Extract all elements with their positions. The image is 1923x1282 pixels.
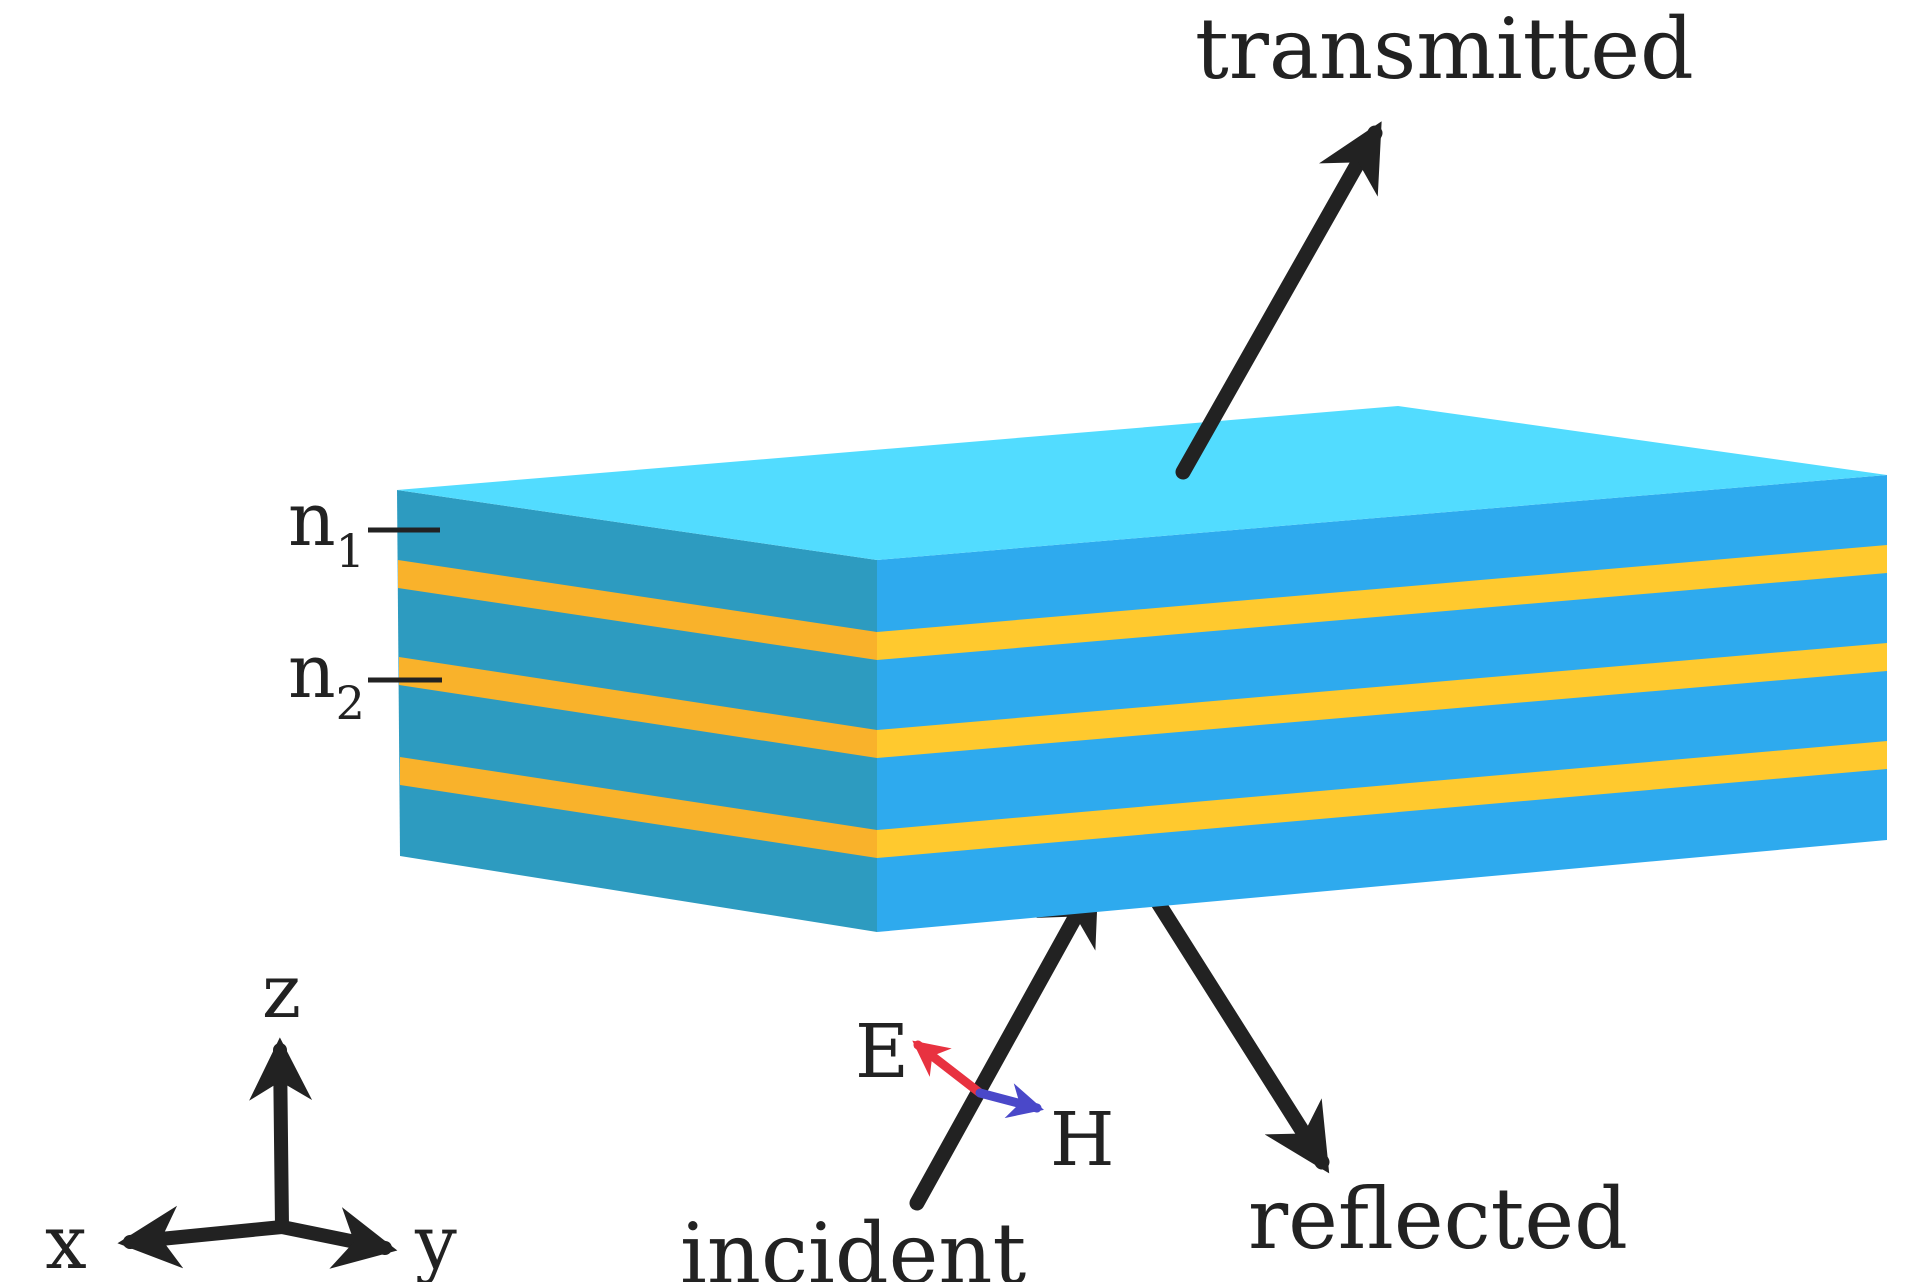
h-field-label: H: [1050, 1097, 1115, 1183]
layer-n2-side-3: [877, 741, 1887, 858]
y-axis-arrow-icon: [275, 1207, 398, 1269]
transmitted-label: transmitted: [1195, 0, 1694, 98]
z-axis-arrow-icon: [249, 1037, 313, 1234]
axis-x-label: x: [45, 1200, 87, 1282]
e-field-label: E: [855, 1009, 909, 1095]
axis-z-label: z: [262, 949, 301, 1035]
layer-n2-side-2: [877, 643, 1887, 758]
reflected-beam-arrow-icon: [1142, 882, 1330, 1174]
layer-n2-side-1: [877, 545, 1887, 660]
incident-label: incident: [680, 1205, 1026, 1282]
x-axis-arrow-icon: [117, 1205, 289, 1269]
layer-n2-front-1: [398, 560, 877, 660]
layer-n1-label: n1: [288, 477, 365, 578]
axis-y-label: y: [414, 1200, 457, 1282]
e-field-vector-icon: [912, 1040, 985, 1098]
transmitted-beam-arrow-icon: [1175, 121, 1383, 480]
reflected-label: reflected: [1248, 1170, 1628, 1268]
layer-n2-label: n2: [288, 629, 365, 730]
layer-n2-front-3: [400, 757, 877, 858]
coordinate-axes: [117, 1037, 398, 1269]
incident-beam-arrow-icon: [909, 875, 1100, 1211]
h-field-vector-icon: [975, 1083, 1044, 1119]
layer-n2-front-2: [399, 657, 877, 758]
slab-top-face: [397, 406, 1887, 560]
